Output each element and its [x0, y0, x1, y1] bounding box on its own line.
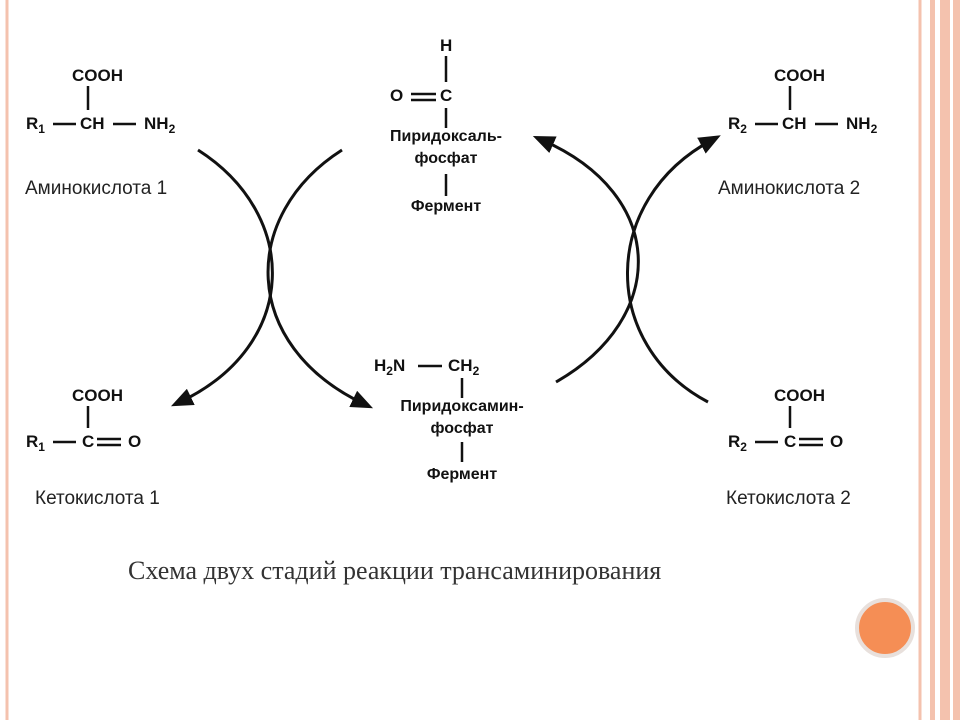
pmp-name-line2: фосфат	[430, 420, 494, 437]
accent-circle	[855, 598, 915, 658]
aa2-r-group: R2	[728, 114, 747, 136]
aa2-nh2: NH2	[846, 114, 878, 136]
aa1-cooh: COOH	[72, 66, 123, 85]
ka2-oxygen: O	[830, 432, 844, 451]
plp-h: H	[440, 36, 453, 55]
ka2-cooh: COOH	[774, 386, 825, 405]
aa2-label: Аминокислота 2	[718, 178, 861, 199]
aa1-r-group: R1	[26, 114, 45, 136]
ka1-label: Кетокислота 1	[35, 488, 160, 509]
ka1-r-group: R1	[26, 432, 45, 454]
plp-c: C	[440, 86, 453, 105]
ka1-oxygen: O	[128, 432, 142, 451]
aa2-ch: CH	[782, 114, 807, 133]
diagram-caption: Схема двух стадий реакции трансаминирова…	[128, 556, 662, 585]
ka1-carbon: C	[82, 432, 95, 451]
aa1-nh2: NH2	[144, 114, 176, 136]
ka2-r-group: R2	[728, 432, 747, 454]
plp-o: O	[390, 86, 404, 105]
aa1-ch: CH	[80, 114, 105, 133]
aa2-cooh: COOH	[774, 66, 825, 85]
aa1-label: Аминокислота 1	[25, 178, 168, 199]
plp-name-line2: фосфат	[414, 150, 478, 167]
pmp-ch2: CH2	[448, 356, 480, 378]
pmp-enzyme: Фермент	[426, 466, 498, 483]
ka2-carbon: C	[784, 432, 797, 451]
ka2-label: Кетокислота 2	[726, 488, 851, 509]
pmp-h2n: H2N	[374, 356, 406, 378]
ka1-cooh: COOH	[72, 386, 123, 405]
pmp-name-line1: Пиридоксамин-	[400, 398, 524, 415]
plp-enzyme: Фермент	[410, 198, 482, 215]
plp-name-line1: Пиридоксаль-	[390, 128, 502, 145]
